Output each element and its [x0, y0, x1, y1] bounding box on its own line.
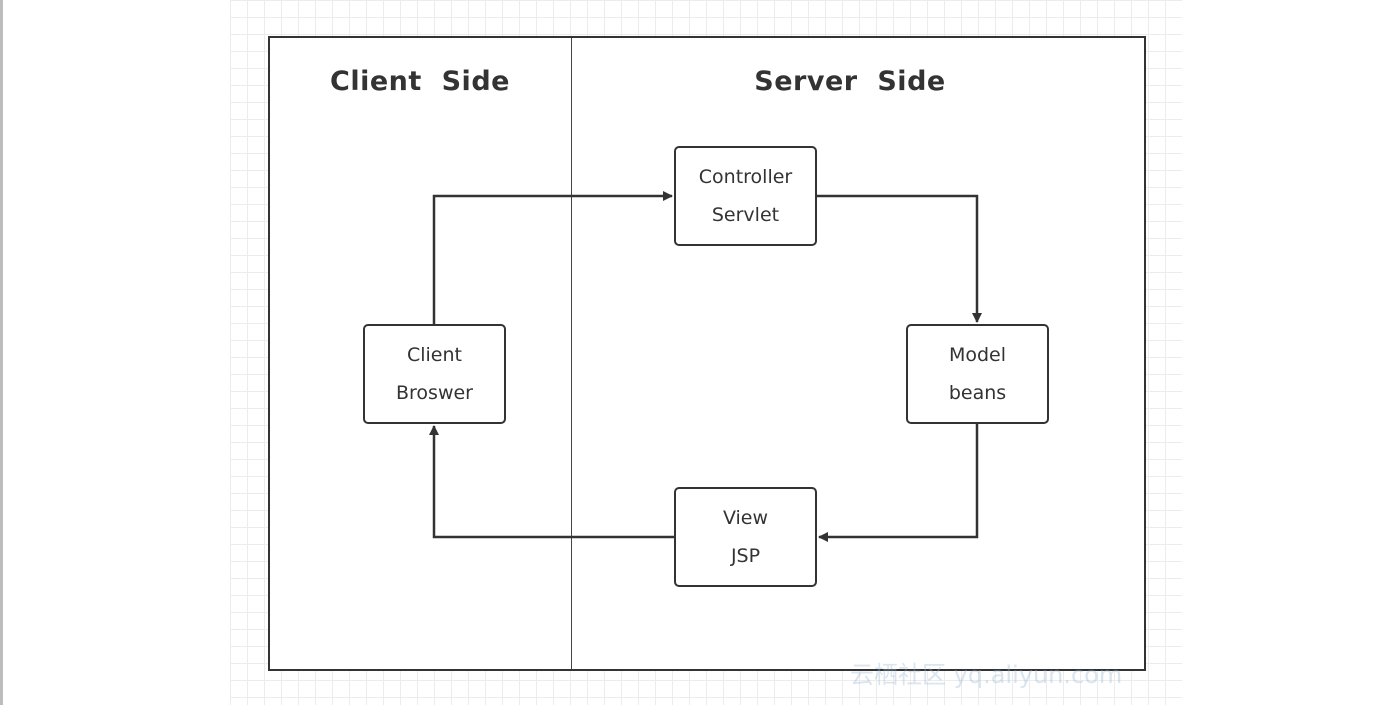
server-side-title: Server Side	[754, 66, 946, 97]
edge-model-to-view	[818, 424, 979, 542]
controller-node-line1: Controller	[698, 166, 793, 188]
client-side-title: Client Side	[330, 66, 510, 97]
edge-client-to-controller	[432, 191, 673, 324]
view-node-line2: JSP	[730, 545, 761, 567]
edge-controller-to-model	[817, 194, 982, 323]
model-node-line1: Model	[948, 344, 1007, 366]
view-node-line1: View	[722, 507, 769, 529]
model-beans-node: Model beans	[906, 324, 1049, 424]
view-jsp-node: View JSP	[674, 487, 817, 587]
controller-servlet-node: Controller Servlet	[674, 146, 817, 246]
client-node-line1: Client	[406, 344, 462, 366]
edge-view-to-client	[429, 425, 674, 539]
client-browser-node: Client Broswer	[363, 324, 506, 424]
watermark: 云栖社区 yq.aliyun.com	[850, 661, 1123, 689]
controller-node-line2: Servlet	[711, 204, 780, 226]
side-divider	[571, 38, 572, 669]
window-edge	[0, 0, 3, 705]
client-node-line2: Broswer	[396, 382, 473, 404]
model-node-line2: beans	[948, 382, 1007, 404]
